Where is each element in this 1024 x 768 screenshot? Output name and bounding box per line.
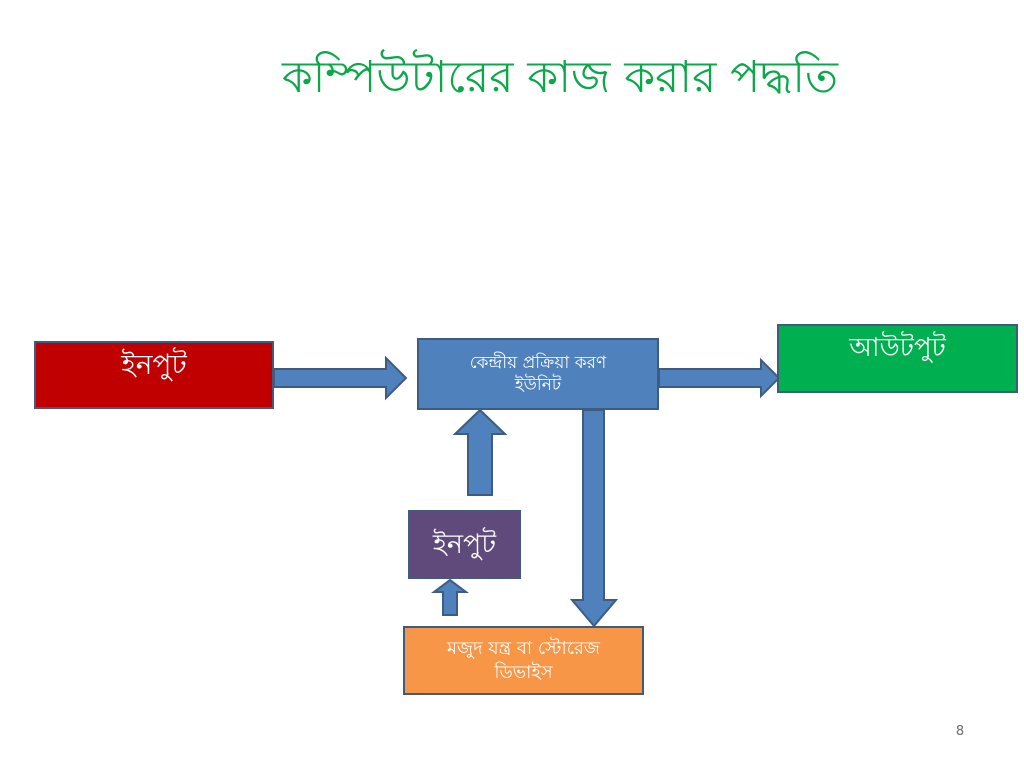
secondary-input-box: ইনপুট	[408, 510, 521, 579]
arrow-small-input-to-cpu	[452, 408, 508, 496]
page-number: 8	[955, 724, 965, 739]
arrow-cpu-to-storage	[569, 409, 619, 628]
arrow-cpu-to-output	[658, 357, 781, 399]
storage-box: মজুদ যন্ত্র বা স্টোরেজ ডিভাইস	[403, 626, 644, 695]
output-box-label: আউটপুট	[849, 333, 946, 363]
cpu-box: কেন্দ্রীয় প্রক্রিয়া করণ ইউনিট	[417, 338, 659, 410]
cpu-box-label-line1: কেন্দ্রীয় প্রক্রিয়া করণ	[469, 352, 607, 373]
arrow-input-to-cpu	[273, 355, 408, 401]
slide-title: কম্পিউটারের কাজ করার পদ্ধতি	[282, 52, 838, 103]
storage-box-label-line1: মজুদ যন্ত্র বা স্টোরেজ	[447, 638, 600, 660]
cpu-box-label-line2: ইউনিট	[514, 375, 562, 395]
storage-box-label-line2: ডিভাইস	[494, 661, 553, 683]
input-box: ইনপুট	[34, 341, 274, 409]
output-box: আউটপুট	[777, 324, 1018, 393]
input-box-label: ইনপুট	[121, 348, 187, 381]
arrow-storage-to-small-input	[431, 578, 469, 616]
secondary-input-box-label: ইনপুট	[432, 528, 497, 560]
